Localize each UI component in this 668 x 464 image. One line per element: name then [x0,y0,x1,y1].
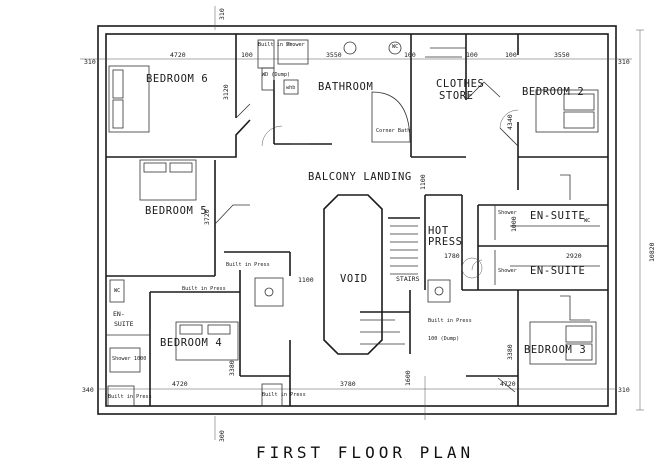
dim-edge-bottom: 300 [218,430,226,442]
bedroom-2-label: BEDROOM 2 [522,86,584,98]
bedroom-5-label: BEDROOM 5 [145,205,207,217]
built-in-press-stairs-label: Built in Press [428,318,472,324]
stairs-label: STAIRS [396,275,420,283]
clothes-store-label-2: STORE [439,90,474,102]
wc-en-suite-label: WC [584,218,590,224]
dim-void-gap: 1100 [298,276,314,284]
dim-hot-press-width: 1780 [444,252,460,260]
dim-bottom-left: 4720 [172,380,188,388]
shower-en-suite-2-label: Shower [498,268,517,274]
dim-landing-depth: 1100 [419,174,427,190]
dim-bedroom5-depth: 3720 [203,209,211,225]
en-suite-left-label-1: EN- [113,310,125,318]
dim-bedroom4-depth: 3380 [228,360,236,376]
dim-right-gap-1: 100 [466,51,478,59]
built-in-press-bottom-left-label: Built in Press [108,394,152,400]
whb-label: whb [286,85,295,91]
outer-wall [97,25,617,415]
built-in-press-bottom-mid-label: Built in Press [262,392,306,398]
shower-label: Shower [286,42,305,48]
bedroom-6-label: BEDROOM 6 [146,73,208,85]
dim-mid-gap: 100 [404,51,416,59]
dim-edge-left-top: 310 [84,58,96,66]
bedroom-3-label: BEDROOM 3 [524,344,586,356]
dim-edge-top: 310 [218,8,226,20]
built-in-press-mid-label: Built in Press [226,262,270,268]
dim-top-left: 4720 [170,51,186,59]
built-in-press-lower-label: Built in Press [182,286,226,292]
wc-label: WC [392,44,398,50]
dim-top-right: 3550 [554,51,570,59]
dim-bottom-mid: 3780 [340,380,356,388]
bedroom-4-label: BEDROOM 4 [160,337,222,349]
dim-edge-right-bottom: 310 [618,386,630,394]
hot-press-label-2: PRESS [428,236,463,248]
outer-wall-inner [105,33,609,407]
shower-1000-label: Shower 1000 [112,356,146,362]
plan-title: FIRST FLOOR PLAN [256,443,474,462]
hot-press-label-1: HOT [428,225,449,237]
ch-dump-label: 100 (Dump) [428,336,459,342]
dim-top-mid: 3550 [326,51,342,59]
dim-right-gap-2: 100 [505,51,517,59]
en-suite-left-label-2: SUITE [114,320,134,328]
corner-bath-label: Corner Bath [376,128,410,134]
dim-stairs-depth: 1600 [404,370,412,386]
dim-left-gap-top: 100 [241,51,253,59]
dim-bedroom2-depth: 4340 [506,114,514,130]
dim-edge-right-top: 310 [618,58,630,66]
en-suite-label-2: EN-SUITE [530,265,585,277]
dim-edge-left-bottom: 340 [82,386,94,394]
void-label: VOID [340,273,368,285]
dim-overall-depth: 10820 [648,242,656,262]
dim-bedroom6-depth: 3120 [222,84,230,100]
dim-en-suite-depth: 1000 [510,216,518,232]
built-in-press-top-label: Built in Pr. [258,42,295,48]
dim-bedroom3-depth: 3380 [506,344,514,360]
bathroom-label: BATHROOM [318,81,373,93]
balcony-landing-label: BALCONY LANDING [308,171,412,183]
clothes-store-label-1: CLOTHES [436,78,484,90]
en-suite-label-1: EN-SUITE [530,210,585,222]
shower-en-suite-label: Shower [498,210,517,216]
wd-dump-label: WD (Dump) [262,72,290,78]
dim-en-suite-width: 2920 [566,252,582,260]
dim-bottom-right: 4720 [500,380,516,388]
wc-left-label: WC [114,288,120,294]
